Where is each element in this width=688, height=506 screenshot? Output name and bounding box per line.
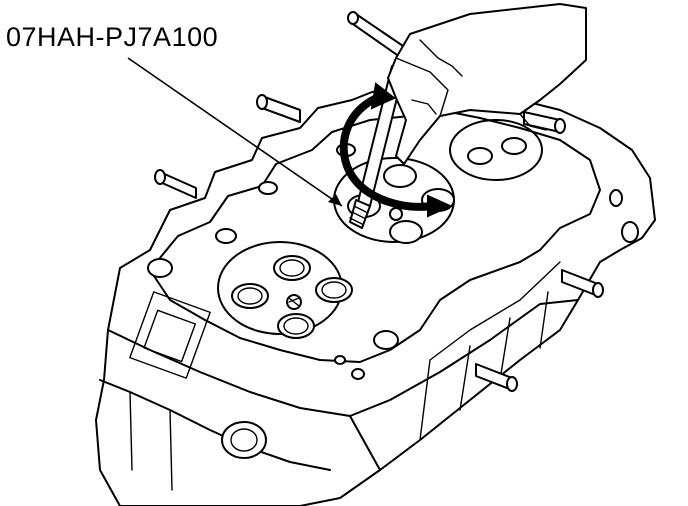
leader-line bbox=[127, 57, 343, 207]
combustion-chamber-front bbox=[217, 241, 353, 339]
part-number-label: 07HAH-PJ7A100 bbox=[6, 22, 219, 52]
combustion-chamber-far bbox=[449, 119, 543, 181]
cylinder-head-body bbox=[95, 79, 656, 506]
rotation-arrow bbox=[339, 82, 453, 218]
leader-arrowhead bbox=[328, 194, 342, 206]
studs bbox=[154, 94, 604, 392]
hand bbox=[387, 3, 587, 165]
bolt-holes bbox=[147, 143, 639, 459]
